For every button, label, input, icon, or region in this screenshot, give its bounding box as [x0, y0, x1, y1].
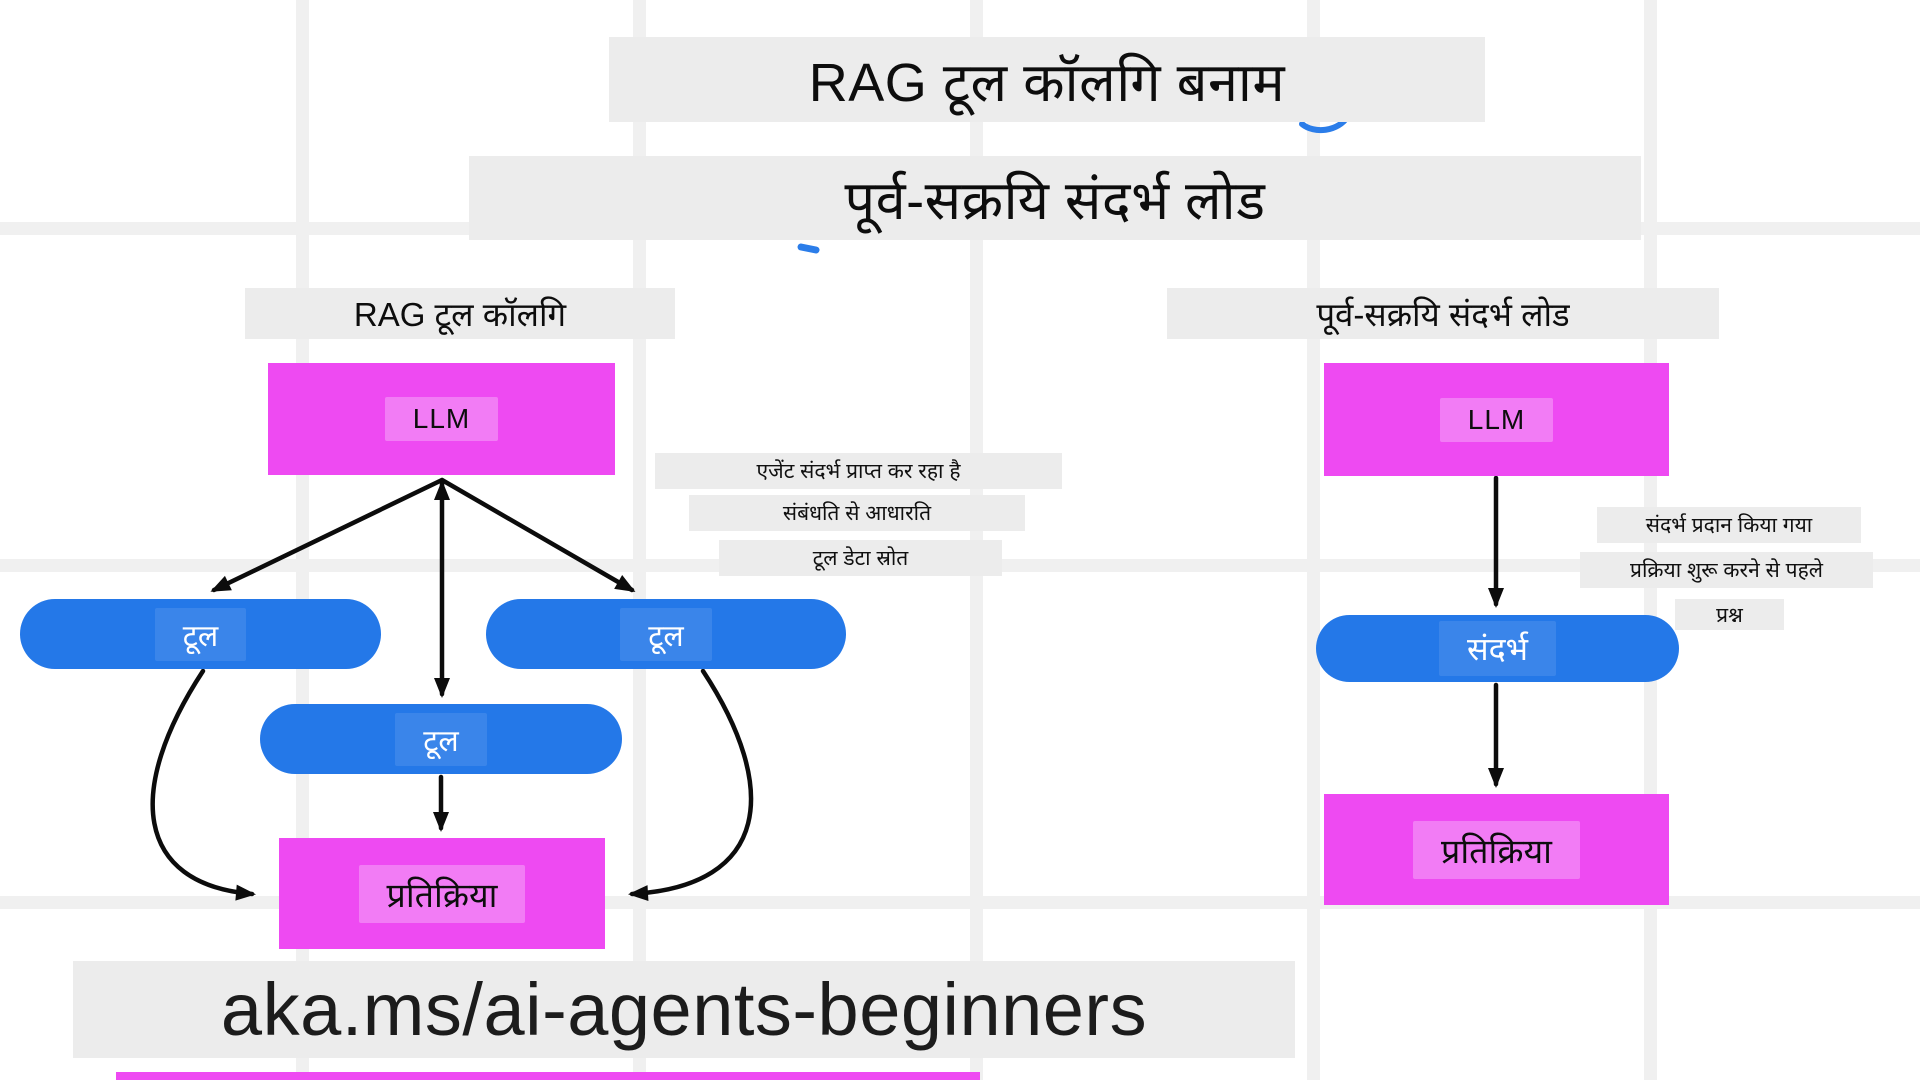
left-section-header: RAG टूल कॉलगि — [245, 288, 675, 339]
pen-scribble-subtitle-icon — [797, 243, 820, 254]
left-tool-node-2[interactable]: टूल — [486, 599, 846, 669]
left-tool-label-1: टूल — [154, 607, 247, 661]
left-annotation-2: संबंधति से आधारति — [689, 495, 1025, 531]
left-tool-node-3[interactable]: टूल — [260, 704, 622, 774]
arrow-tool-middle-to-response — [628, 668, 754, 902]
left-tool-node-1[interactable]: टूल — [20, 599, 381, 669]
left-tool-label-3: टूल — [395, 712, 487, 766]
left-response-label: प्रतिक्रिया — [358, 864, 526, 923]
main-title-line-1: RAG टूल कॉलगि बनाम — [609, 37, 1485, 122]
right-annotation-1: संदर्भ प्रदान किया गया — [1597, 507, 1861, 543]
left-llm-label: LLM — [384, 397, 499, 441]
right-annotation-2: प्रक्रिया शुरू करने से पहले — [1580, 552, 1873, 588]
arrow-tool-left-to-response — [150, 668, 256, 901]
right-response-label: प्रतिक्रिया — [1413, 820, 1580, 879]
left-response-node[interactable]: प्रतिक्रिया — [279, 838, 605, 949]
right-llm-node[interactable]: LLM — [1324, 363, 1669, 476]
bottom-clipped-magenta-node — [116, 1072, 980, 1080]
main-title-line-2: पूर्व-सक्रयि संदर्भ लोड — [469, 156, 1641, 240]
left-llm-node[interactable]: LLM — [268, 363, 615, 475]
footer-link: aka.ms/ai-agents-beginners — [73, 961, 1295, 1058]
arrow-llm-to-tool-right — [439, 477, 636, 593]
arrow-llm-to-tool-left — [210, 477, 445, 593]
right-annotation-3: प्रश्न — [1675, 599, 1784, 630]
left-annotation-1: एजेंट संदर्भ प्राप्त कर रहा है — [655, 453, 1062, 489]
right-context-label: संदर्भ — [1438, 621, 1557, 676]
right-llm-label: LLM — [1439, 397, 1554, 442]
right-response-node[interactable]: प्रतिक्रिया — [1324, 794, 1669, 905]
left-tool-label-2: टूल — [620, 607, 712, 661]
right-section-header: पूर्व-सक्रयि संदर्भ लोड — [1167, 288, 1719, 339]
left-annotation-3: टूल डेटा स्रोत — [719, 540, 1002, 576]
right-context-node[interactable]: संदर्भ — [1316, 615, 1679, 682]
